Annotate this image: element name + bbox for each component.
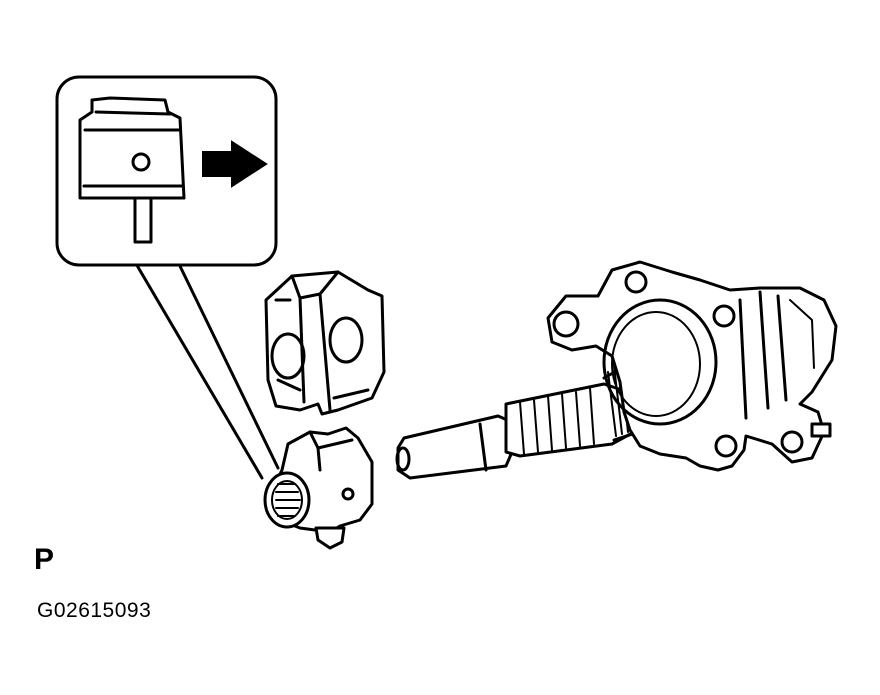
view-label: P [34,543,55,576]
transfer-housing [546,260,838,472]
figure-code: G02615093 [37,599,152,622]
detail-fork-part [78,96,186,244]
shift-fork-plate [264,270,386,416]
shift-sleeve [263,426,374,550]
splined-shaft [395,382,636,480]
right-arrow-icon [202,140,268,188]
callout-leader-lines [133,260,280,480]
detail-callout [55,75,278,267]
